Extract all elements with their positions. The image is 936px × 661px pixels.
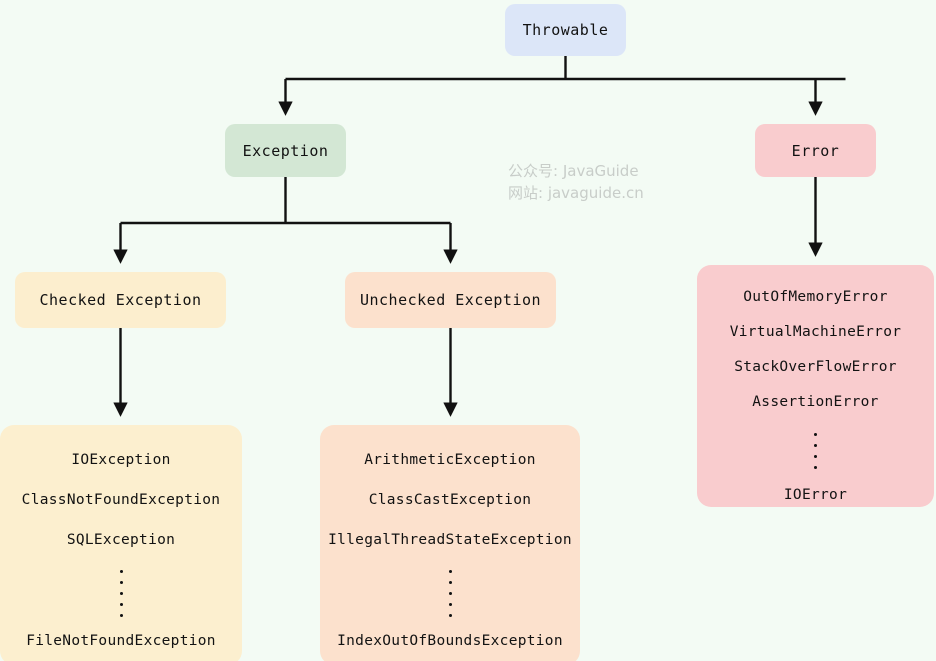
watermark: 公众号: JavaGuide 网站: javaguide.cn bbox=[508, 160, 644, 204]
list-item: SQLException bbox=[66, 532, 176, 548]
node-checked-exception-label: Checked Exception bbox=[39, 291, 202, 309]
node-error-examples[interactable]: OutOfMemoryError VirtualMachineError Sta… bbox=[697, 265, 934, 507]
node-error-label: Error bbox=[791, 141, 840, 160]
list-item: IndexOutOfBoundsException bbox=[337, 633, 563, 649]
node-throwable[interactable]: Throwable bbox=[505, 4, 626, 56]
node-unchecked-exception-examples[interactable]: ArithmeticException ClassCastException I… bbox=[320, 425, 580, 661]
list-item: AssertionError bbox=[752, 394, 879, 410]
list-item: IllegalThreadStateException bbox=[328, 532, 572, 548]
watermark-line-1: 公众号: JavaGuide bbox=[508, 162, 639, 180]
vertical-ellipsis-icon bbox=[119, 566, 123, 621]
node-exception[interactable]: Exception bbox=[225, 124, 346, 177]
vertical-ellipsis-icon bbox=[448, 566, 452, 621]
node-error[interactable]: Error bbox=[755, 124, 876, 177]
watermark-line-2: 网站: javaguide.cn bbox=[508, 184, 644, 202]
list-item: IOException bbox=[71, 452, 171, 468]
node-unchecked-exception-label: Unchecked Exception bbox=[359, 291, 542, 309]
list-item: OutOfMemoryError bbox=[743, 289, 888, 305]
node-unchecked-exception[interactable]: Unchecked Exception bbox=[345, 272, 556, 328]
list-item: ClassNotFoundException bbox=[21, 492, 221, 508]
list-item: StackOverFlowError bbox=[734, 359, 897, 375]
list-item: FileNotFoundException bbox=[26, 633, 216, 649]
vertical-ellipsis-icon bbox=[814, 429, 817, 473]
node-checked-exception[interactable]: Checked Exception bbox=[15, 272, 226, 328]
list-item: IOError bbox=[783, 487, 848, 503]
list-item: ClassCastException bbox=[368, 492, 532, 508]
node-exception-label: Exception bbox=[242, 141, 329, 160]
node-throwable-label: Throwable bbox=[522, 21, 609, 39]
list-item: VirtualMachineError bbox=[729, 324, 902, 340]
list-item: ArithmeticException bbox=[364, 452, 536, 468]
node-checked-exception-examples[interactable]: IOException ClassNotFoundException SQLEx… bbox=[0, 425, 242, 661]
